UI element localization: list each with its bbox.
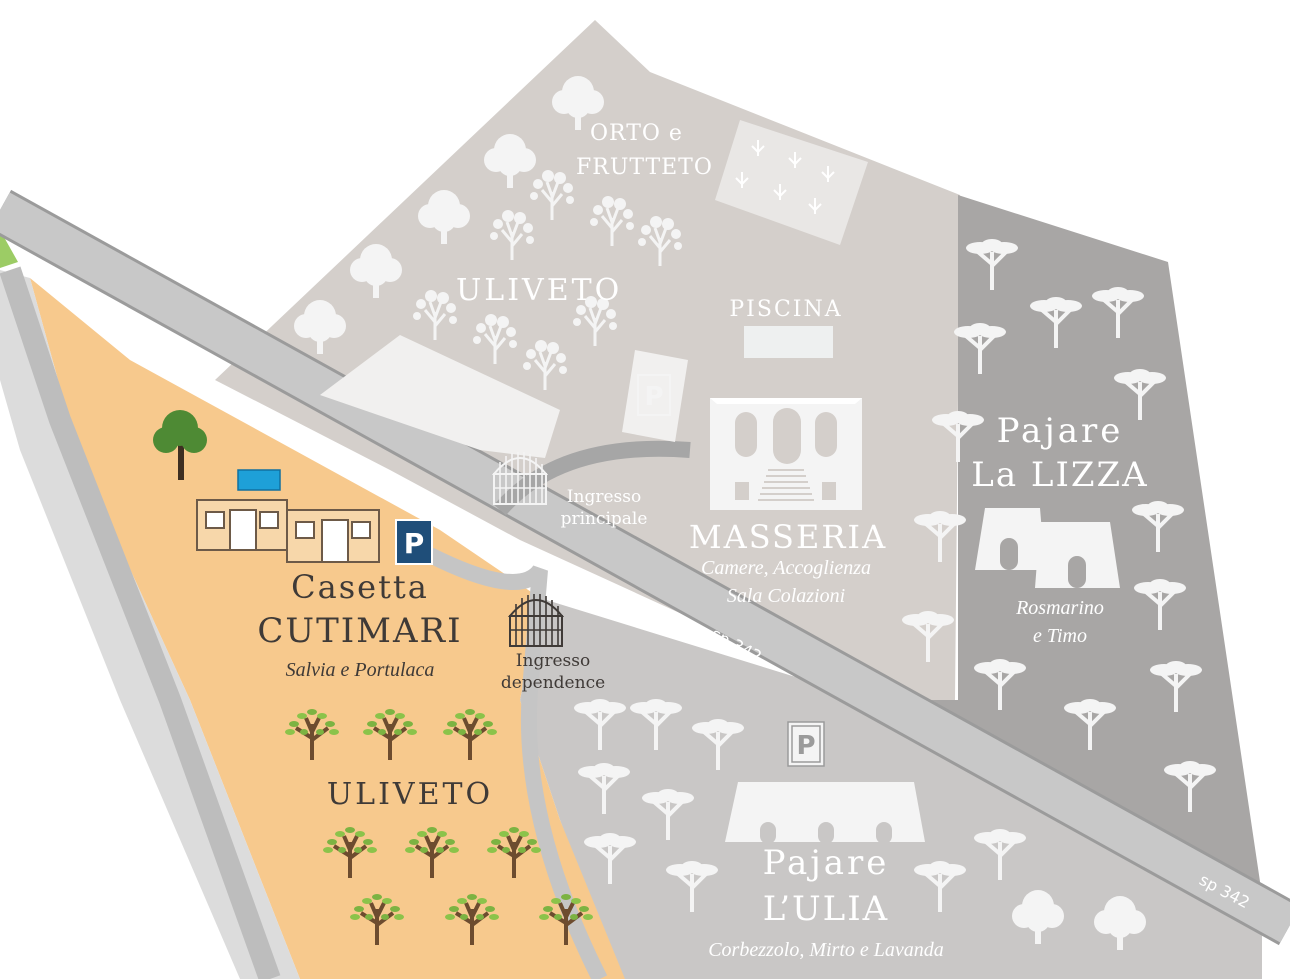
lizza-sub-2: e Timo bbox=[1033, 625, 1087, 647]
pool bbox=[744, 326, 833, 358]
lizza-sub-1: Rosmarino bbox=[1015, 597, 1104, 619]
masseria-sub-1: Camere, Accoglienza bbox=[701, 557, 871, 579]
masseria-building bbox=[710, 398, 862, 510]
parking-sign-ulia: P bbox=[787, 721, 825, 767]
cutimari-tree bbox=[153, 410, 207, 480]
svg-text:P: P bbox=[644, 382, 663, 412]
casetta-title-2: CUTIMARI bbox=[257, 611, 462, 651]
road-left bbox=[0, 266, 281, 979]
lizza-trullo bbox=[975, 508, 1120, 588]
uliveto-masseria-label: ULIVETO bbox=[456, 273, 622, 308]
parking-sign-masseria: P bbox=[637, 374, 671, 416]
lizza-title-1: Pajare bbox=[997, 411, 1124, 451]
ulia-title-1: Pajare bbox=[763, 843, 890, 883]
uliveto-cutimari-label: ULIVETO bbox=[327, 777, 493, 812]
magazzino-building bbox=[320, 335, 560, 458]
svg-text:P: P bbox=[404, 527, 425, 560]
orto-label: ORTO e bbox=[590, 121, 683, 146]
parking-sign-cutimari: P bbox=[395, 519, 433, 565]
masseria-sub-2: Sala Colazioni bbox=[727, 585, 845, 607]
ulia-title-2: L’ULIA bbox=[763, 889, 889, 929]
masseria-title: MASSERIA bbox=[689, 518, 887, 556]
svg-text:P: P bbox=[796, 731, 815, 761]
frutteto-label: FRUTTETO bbox=[576, 155, 713, 180]
lizza-title-2: La LIZZA bbox=[971, 455, 1148, 495]
casetta-sub: Salvia e Portulaca bbox=[286, 659, 435, 681]
corner-green bbox=[0, 230, 18, 268]
ulia-trulli bbox=[725, 782, 925, 844]
cutimari-pool-icon bbox=[237, 469, 281, 491]
access-road-masseria bbox=[493, 440, 691, 516]
ingresso-dependence-label-2: dependence bbox=[501, 673, 605, 693]
annex-building bbox=[622, 350, 688, 442]
ingresso-principale-label-1: Ingresso bbox=[567, 487, 641, 507]
orto-plot bbox=[715, 120, 868, 245]
ingresso-dependence-label-1: Ingresso bbox=[516, 651, 590, 671]
orto-plants bbox=[735, 140, 835, 214]
casetta-building bbox=[196, 499, 380, 563]
ulia-sub: Corbezzolo, Mirto e Lavanda bbox=[708, 939, 944, 961]
casetta-title-1: Casetta bbox=[291, 568, 429, 606]
piscina-label: PISCINA bbox=[729, 297, 842, 322]
ingresso-principale-label-2: principale bbox=[561, 509, 648, 529]
